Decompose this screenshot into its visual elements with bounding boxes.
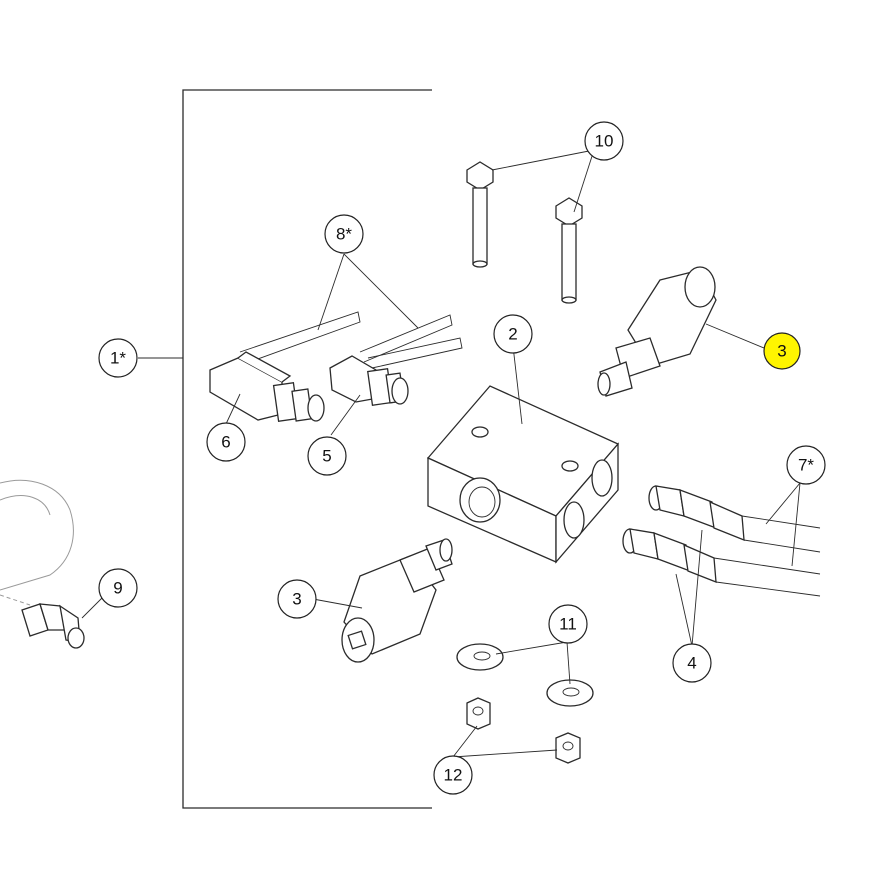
- part-8-tubes: [239, 311, 463, 369]
- callout-4: 4: [672, 643, 712, 683]
- callout-11: 11: [548, 604, 588, 644]
- callout-7: 7*: [786, 445, 826, 485]
- part-3-coupler-upper: [597, 266, 717, 397]
- part-9-fitting: [21, 603, 85, 649]
- callout-11-label: 11: [559, 615, 577, 634]
- callout-8-label: 8*: [336, 225, 352, 244]
- callout-2: 2: [493, 314, 533, 354]
- part-5-fitting: [329, 355, 409, 406]
- callout-1: 1*: [98, 338, 138, 378]
- part-10-bolt-left: [466, 161, 494, 268]
- leader-lines: [81, 149, 801, 758]
- callout-5: 5: [307, 436, 347, 476]
- callout-10-label: 10: [595, 132, 614, 151]
- callout-6-label: 6: [221, 433, 230, 452]
- callout-4-label: 4: [687, 654, 696, 673]
- callout-3-lower: 3: [277, 579, 317, 619]
- callout-7-label: 7*: [798, 456, 814, 475]
- callout-10: 10: [584, 121, 624, 161]
- part-10-bolt-right: [555, 197, 583, 304]
- callout-1-label: 1*: [110, 349, 126, 368]
- callout-3-lower-label: 3: [292, 590, 301, 609]
- part-6-elbow-fitting: [209, 351, 325, 422]
- callout-3-highlighted: 3: [763, 332, 801, 370]
- callout-6: 6: [206, 422, 246, 462]
- assembly-bracket: [182, 89, 432, 809]
- callout-5-label: 5: [322, 447, 331, 466]
- part-11-washer-upper: [456, 643, 504, 671]
- part-12-nut-lower: [555, 732, 581, 764]
- callout-9: 9: [98, 568, 138, 608]
- callout-12: 12: [433, 755, 473, 795]
- part-7-hoses: [713, 515, 821, 597]
- callout-9-label: 9: [113, 579, 122, 598]
- callout-3-upper-label: 3: [777, 342, 786, 361]
- part-4-fittings: [622, 485, 745, 583]
- callout-2-label: 2: [508, 325, 517, 344]
- callout-8: 8*: [324, 214, 364, 254]
- part-12-nut-upper: [466, 697, 491, 730]
- callout-12-label: 12: [444, 766, 463, 785]
- part-2-manifold-block: [426, 385, 620, 564]
- part-housing-ghost: [0, 479, 74, 606]
- part-3-coupler-lower: [341, 538, 453, 663]
